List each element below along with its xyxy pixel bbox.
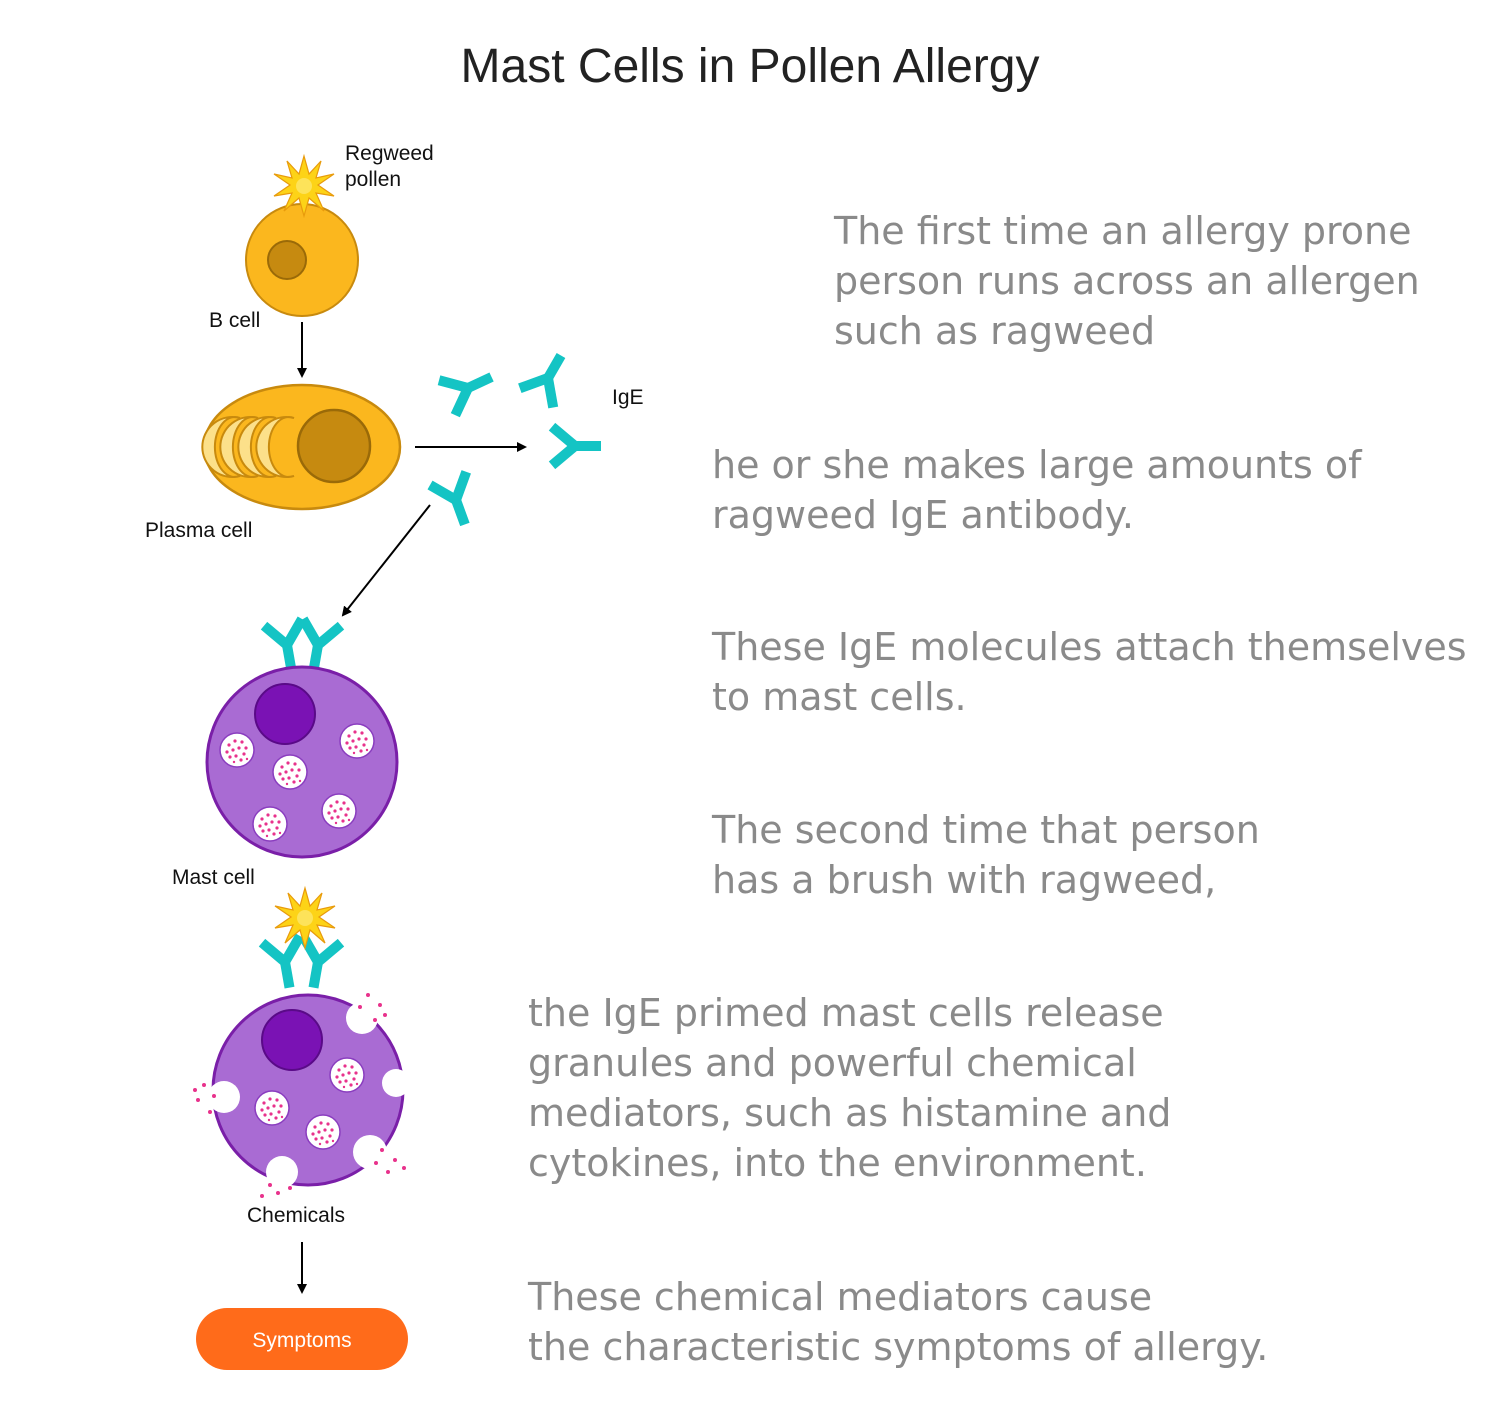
ige-antibody-icon bbox=[425, 467, 487, 533]
mast-cell bbox=[205, 665, 399, 859]
ige-antibody-icon bbox=[434, 356, 502, 421]
description-step-6: These chemical mediators cause the chara… bbox=[528, 1275, 1269, 1369]
description-step-1: The first time an allergy prone person r… bbox=[834, 209, 1420, 353]
arrow-ige-to-mast bbox=[341, 504, 431, 617]
mast-cell-label: Mast cell bbox=[172, 866, 255, 889]
pollen-icon bbox=[274, 887, 336, 949]
description-step-2: he or she makes large amounts of ragweed… bbox=[712, 443, 1362, 537]
description-step-5: the IgE primed mast cells release granul… bbox=[528, 991, 1172, 1185]
ige-label: IgE bbox=[612, 386, 644, 409]
degranulating-mast-cell bbox=[193, 993, 410, 1198]
description-step-3: These IgE molecules attach themselves to… bbox=[712, 625, 1467, 719]
b-cell-label: B cell bbox=[209, 309, 260, 332]
ige-antibody-icon bbox=[514, 343, 582, 413]
symptoms-label: Symptoms bbox=[252, 1329, 351, 1352]
plasma-cell-label: Plasma cell bbox=[145, 519, 252, 542]
b-cell bbox=[245, 203, 359, 317]
ige-antibody-icon bbox=[548, 422, 601, 470]
page-title: Mast Cells in Pollen Allergy bbox=[461, 40, 1040, 93]
description-step-4: The second time that person has a brush … bbox=[712, 808, 1260, 902]
symptoms-button[interactable]: Symptoms bbox=[196, 1308, 408, 1370]
plasma-cell bbox=[201, 383, 402, 511]
chemicals-label: Chemicals bbox=[247, 1204, 345, 1227]
